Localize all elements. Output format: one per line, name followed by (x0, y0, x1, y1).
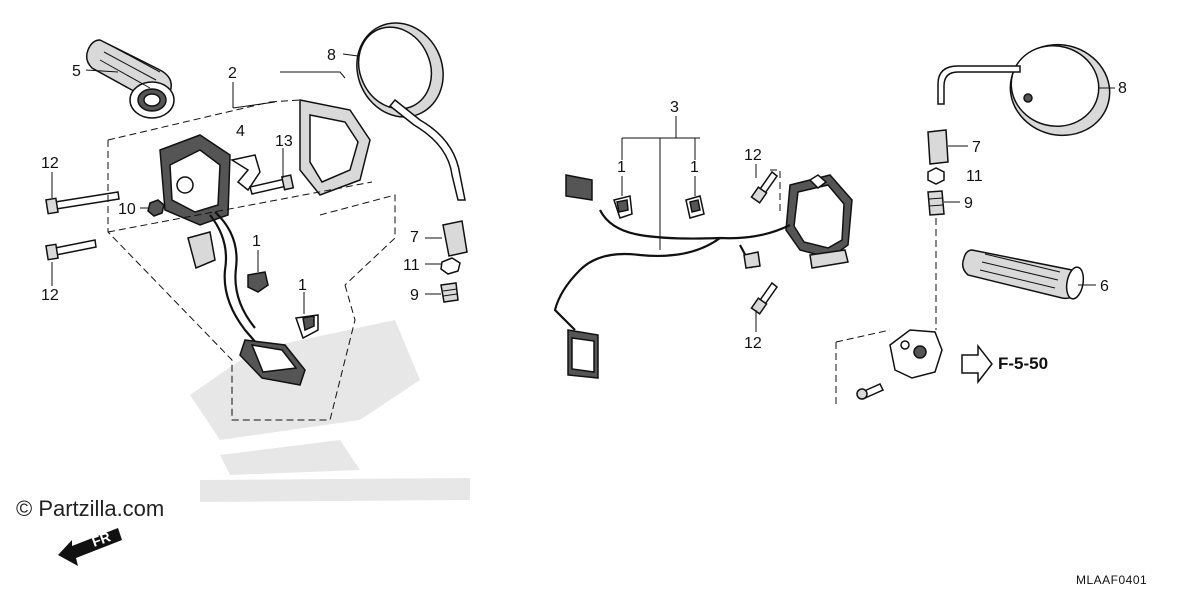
callout-2: 2 (228, 65, 237, 82)
callout-1-left-lower: 1 (298, 277, 307, 294)
screw-12-center-lower-part (750, 281, 779, 315)
callout-12-center-upper: 12 (744, 147, 762, 164)
left-wire-harness-part (187, 211, 306, 386)
callout-3: 3 (670, 99, 679, 116)
left-group-boundary (107, 99, 396, 421)
callout-10: 10 (118, 201, 136, 218)
callout-5: 5 (72, 63, 81, 80)
callout-4: 4 (236, 123, 245, 140)
reference-arrow-icon (961, 343, 993, 385)
callout-12-lower-left: 12 (41, 287, 59, 304)
screw-12-upper-left-part (45, 191, 120, 215)
callout-9-left: 9 (410, 287, 419, 304)
mirror-adapter-right-part (927, 190, 945, 216)
callout-7-left: 7 (410, 229, 419, 246)
left-switch-housing-part (159, 99, 371, 226)
center-group-boundary (770, 169, 781, 215)
screw-12-center-upper-part (750, 170, 779, 204)
callout-11-right: 11 (966, 168, 983, 185)
callout-9-right: 9 (964, 195, 973, 212)
callout-13: 13 (275, 133, 293, 150)
leader-lines-left (51, 53, 442, 314)
callout-12-upper-left: 12 (41, 155, 59, 172)
band-clip-left-lower-part (294, 314, 319, 340)
callout-8-left: 8 (327, 47, 336, 64)
diagram-code: MLAAF0401 (1076, 573, 1147, 587)
clip-part (230, 154, 261, 192)
callout-11-left: 11 (403, 257, 420, 274)
left-grip-part (85, 39, 175, 119)
reference-label: F-5-50 (998, 354, 1048, 373)
screw-12-lower-left-part (45, 239, 97, 261)
band-clip-center-right-part (685, 195, 705, 219)
mirror-cap-right-part (927, 129, 949, 165)
callout-8-right: 8 (1118, 80, 1127, 97)
callout-1-center-right: 1 (690, 159, 699, 176)
callout-7-right: 7 (972, 139, 981, 156)
watermark-text: © Partzilla.com (16, 496, 165, 521)
right-switch-housing-part (785, 174, 853, 269)
callout-1-left-upper: 1 (252, 233, 261, 250)
nut-10-part (147, 199, 165, 217)
callout-6: 6 (1100, 278, 1109, 295)
lever-bracket-part (856, 329, 943, 400)
mirror-cap-left-part (442, 220, 468, 257)
band-clip-left-upper-part (247, 271, 269, 293)
mirror-nut-right-part (927, 167, 945, 185)
callout-1-center-left: 1 (617, 159, 626, 176)
right-mirror-part (937, 43, 1111, 137)
right-wire-harness-part (553, 174, 791, 379)
band-clip-center-left-part (613, 195, 633, 219)
stipple-background (190, 320, 470, 502)
leader-lines-center (621, 116, 757, 332)
front-direction-arrow-icon (58, 528, 122, 566)
callout-12-center-lower: 12 (744, 335, 762, 352)
right-group-boundary (835, 218, 937, 408)
screw-13-part (249, 174, 295, 195)
mirror-nut-left-part (440, 257, 461, 275)
right-grip-part (961, 249, 1085, 300)
left-mirror-part (356, 22, 466, 201)
mirror-adapter-left-part (440, 282, 459, 303)
front-arrow-label: FR (90, 528, 113, 549)
leader-lines-right (944, 87, 1115, 286)
